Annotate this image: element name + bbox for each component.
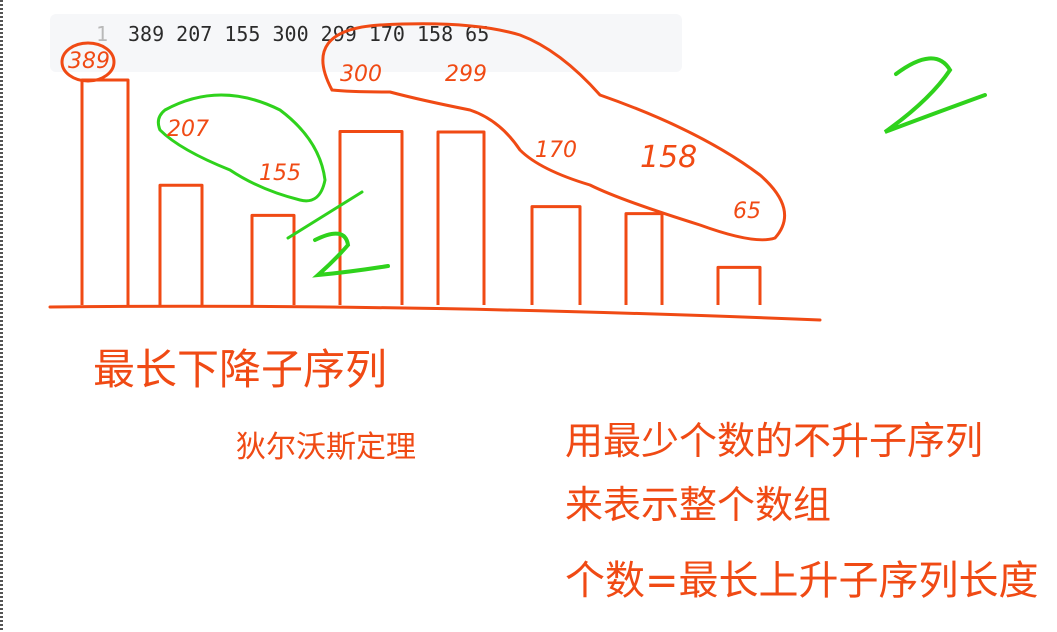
green-two-middle (312, 231, 390, 278)
bar (530, 205, 582, 305)
note-theorem: 狄尔沃斯定理 (236, 430, 416, 465)
bar (338, 129, 404, 305)
line-number: 1 (96, 22, 109, 46)
left-border (0, 0, 3, 632)
green-group-loop (156, 93, 327, 203)
green-two-top-right (883, 56, 987, 134)
chart-baseline (48, 304, 822, 322)
bars-group (80, 78, 762, 305)
note-title: 最长下降子序列 (93, 345, 388, 394)
bar (250, 213, 296, 305)
code-text: 389 207 155 300 299 170 158 65 (128, 22, 490, 46)
bar-label: 65 (733, 199, 761, 224)
bar (716, 265, 762, 305)
code-line: 389 207 155 300 299 170 158 65 (128, 22, 489, 46)
bar (158, 183, 204, 305)
note-line1: 用最少个数的不升子序列 (565, 419, 984, 463)
code-block (50, 14, 682, 72)
bar-label: 170 (535, 138, 577, 163)
bar-label: 155 (259, 161, 301, 186)
bar-label: 389 (68, 49, 110, 74)
green-slash (286, 190, 364, 240)
decreasing-group-loop (321, 22, 787, 242)
bar-label: 207 (167, 117, 209, 142)
bar (80, 78, 130, 305)
bar-label: 158 (640, 140, 698, 175)
bar (624, 212, 664, 305)
bar-label: 300 (340, 62, 382, 87)
bar-label: 299 (445, 62, 487, 87)
circle-first-value (60, 41, 116, 83)
bar (436, 130, 486, 305)
note-line2: 来表示整个数组 (565, 483, 832, 527)
note-line3: 个数=最长上升子序列长度 (565, 558, 1039, 604)
